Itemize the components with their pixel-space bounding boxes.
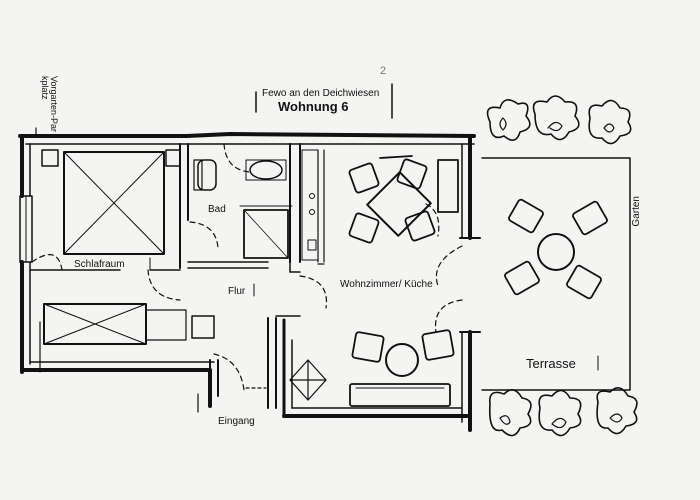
shower: [239, 205, 293, 259]
room-label-flur: Flur: [228, 286, 246, 297]
terrace-table: [537, 233, 575, 271]
sofa: [349, 383, 451, 407]
plant-stand: [289, 359, 327, 401]
title-line-1: Fewo an den Deichwiesen: [262, 88, 380, 99]
room-label-terrasse: Terrasse: [526, 356, 576, 371]
room-label-wohnzimmer-kueche: Wohnzimmer/ Küche: [340, 279, 433, 290]
title-line-2: Wohnung 6: [278, 99, 349, 114]
label-ticks: [149, 257, 599, 371]
title-frame: [255, 83, 393, 119]
flowers-top: [486, 95, 632, 145]
toilet: [193, 159, 217, 191]
coffee-table: [385, 343, 419, 377]
bed: [63, 151, 165, 255]
sideboard: [437, 159, 459, 213]
label-eingang: Eingang: [218, 416, 255, 427]
armchairs: [351, 329, 455, 363]
label-garten: Garten: [631, 196, 642, 227]
outer-walls: [18, 132, 481, 432]
interior-walls: [29, 143, 325, 317]
nightstand-right: [165, 149, 181, 167]
doors: [31, 143, 463, 391]
dining-chairs: [348, 155, 436, 244]
room-label-schlafraum: Schlafraum: [74, 259, 125, 270]
kitchen-counter: [301, 149, 319, 261]
terrace-chairs: [504, 198, 608, 300]
outside-markers: [35, 127, 199, 413]
wardrobe: [43, 303, 187, 345]
label-vorgarten-parkplatz: Vorgarten-Parkplatz: [40, 76, 59, 133]
flur-cabinet: [191, 315, 215, 339]
room-label-bad: Bad: [208, 204, 226, 215]
flowers-bottom: [488, 387, 638, 437]
washbasin: [245, 159, 287, 181]
scribble-mark: 2: [380, 65, 387, 77]
nightstand-left: [41, 149, 59, 167]
terrace-area: [481, 157, 631, 391]
